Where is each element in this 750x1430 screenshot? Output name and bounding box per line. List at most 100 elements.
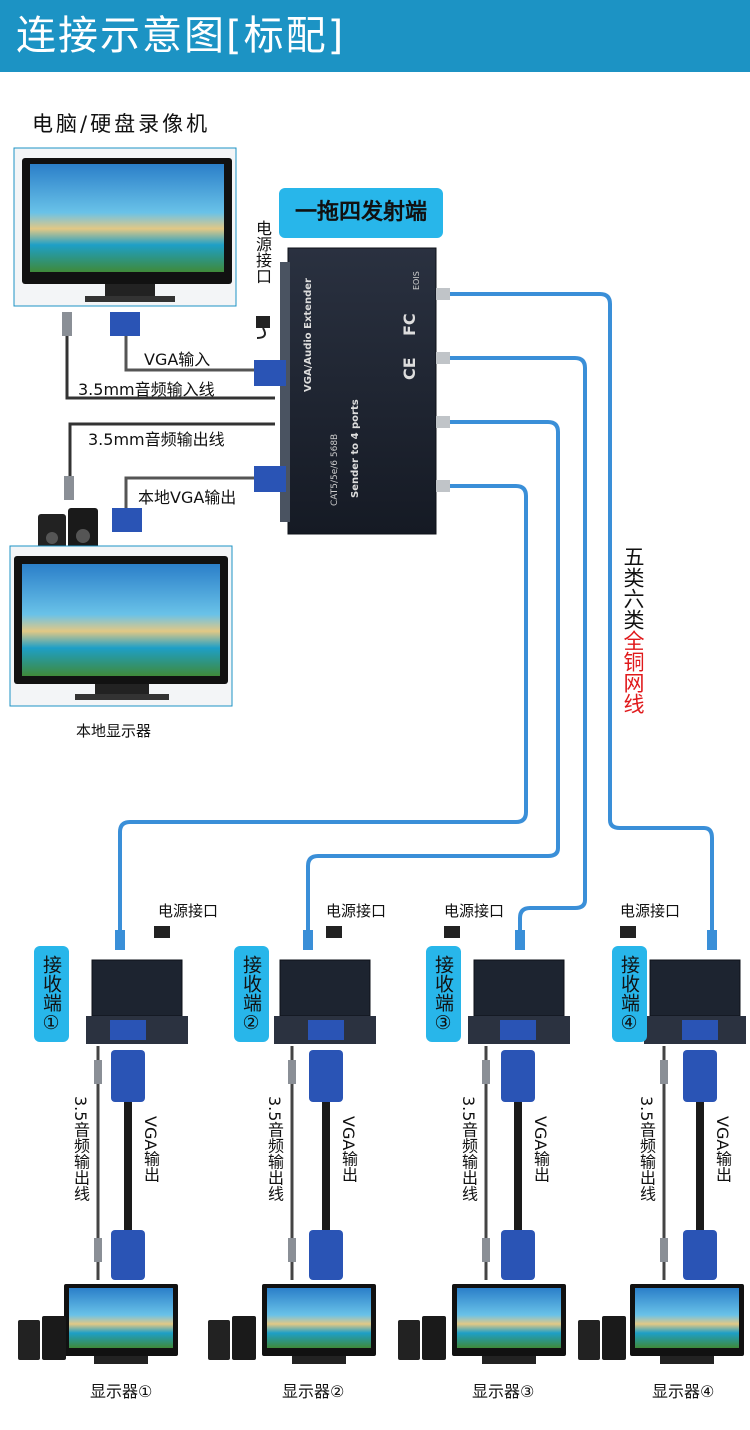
- vga-in-cable: [124, 330, 255, 372]
- audio-jack-icon: [660, 1060, 668, 1084]
- audio-jack-icon: [94, 1060, 102, 1084]
- receiver-audio-label-1: 3.5音频输出线: [71, 1096, 90, 1202]
- receiver-audio-label-2: 3.5音频输出线: [265, 1096, 284, 1202]
- receiver-badge-2: 接收端②: [234, 946, 269, 1042]
- monitor-label-3: 显示器③: [472, 1382, 535, 1401]
- sender-device-text1: VGA/Audio Extender: [303, 278, 314, 392]
- receiver-vga-label-1: VGA输出: [141, 1116, 160, 1183]
- rj45-plug-icon: [515, 930, 525, 950]
- vga-port-icon: [254, 466, 286, 492]
- monitor-stand: [94, 1356, 148, 1364]
- network-cable-label: 五类六类全铜网线: [621, 546, 645, 714]
- monitor-screen: [457, 1288, 561, 1348]
- rj45-plug-icon: [707, 930, 717, 950]
- receiver-vga-label-2: VGA输出: [339, 1116, 358, 1183]
- vga-port-icon: [308, 1020, 344, 1040]
- receiver-power-label-4: 电源接口: [620, 902, 681, 920]
- network-cable-3: [450, 356, 587, 940]
- sender-brand: EOIS: [412, 271, 421, 290]
- monitor-screen: [267, 1288, 371, 1348]
- speaker-icon: [38, 508, 98, 552]
- speaker-icon: [232, 1316, 256, 1360]
- source-monitor: [13, 147, 237, 307]
- sender-power-label: 电源接口: [253, 220, 272, 284]
- vga-plug-icon: [309, 1050, 343, 1102]
- vga-connector-icon: [112, 508, 142, 532]
- page-title: 连接示意图[标配]: [16, 13, 346, 59]
- receiver-power-label-3: 电源接口: [444, 902, 505, 920]
- speaker-icon: [398, 1320, 420, 1360]
- monitor-screen: [69, 1288, 173, 1348]
- monitor-stand: [292, 1356, 346, 1364]
- power-adapter-icon: [256, 316, 270, 339]
- vga-plug-icon: [501, 1230, 535, 1280]
- receiver-badge-3: 接收端③: [426, 946, 461, 1042]
- audio-jack-icon: [64, 476, 74, 500]
- receiver-power-label-1: 电源接口: [158, 902, 219, 920]
- speaker-icon: [208, 1320, 230, 1360]
- monitor-label-4: 显示器④: [652, 1382, 715, 1401]
- vga-port-icon: [254, 360, 286, 386]
- vga-plug-icon: [501, 1050, 535, 1102]
- vga-plug-icon: [111, 1230, 145, 1280]
- receiver-power-label-2: 电源接口: [326, 902, 387, 920]
- sender-device-text2: CAT5/5e/6 568B: [330, 433, 340, 506]
- sender-fc-mark: FC: [400, 313, 419, 336]
- audio-in-cable: [65, 336, 275, 400]
- audio-output-label: 3.5mm音频输出线: [88, 430, 225, 449]
- network-cable-label-part1: 五类六类: [621, 546, 645, 630]
- monitor-stand: [660, 1356, 714, 1364]
- vga-port-icon: [110, 1020, 146, 1040]
- audio-jack-icon: [482, 1238, 490, 1262]
- vga-port-icon: [682, 1020, 718, 1040]
- receiver-device: [91, 959, 183, 1017]
- audio-jack-icon: [288, 1060, 296, 1084]
- sender-badge: 一拖四发射端: [279, 188, 443, 238]
- network-cable-1: [118, 484, 528, 930]
- receiver-audio-label-3: 3.5音频输出线: [459, 1096, 478, 1202]
- sender-device: [280, 247, 450, 535]
- rj45-plug-icon: [115, 930, 125, 950]
- power-adapter-icon: [620, 926, 636, 938]
- monitor-stand: [482, 1356, 536, 1364]
- header-bar: 连接示意图[标配]: [0, 0, 750, 72]
- receiver-badge-4: 接收端④: [612, 946, 647, 1042]
- receiver-audio-label-4: 3.5音频输出线: [637, 1096, 656, 1202]
- network-cable-4: [450, 292, 714, 930]
- speaker-icon: [422, 1316, 446, 1360]
- receiver-badge-1: 接收端①: [34, 946, 69, 1042]
- rj45-plug-icon: [303, 930, 313, 950]
- audio-jack-icon: [94, 1238, 102, 1262]
- vga-plug-icon: [111, 1050, 145, 1102]
- vga-plug-icon: [683, 1050, 717, 1102]
- network-cables: [118, 292, 714, 940]
- source-cables: [65, 330, 275, 510]
- vga-input-label: VGA输入: [144, 350, 211, 369]
- local-vga-cable: [124, 476, 255, 510]
- receiver-vga-label-3: VGA输出: [531, 1116, 550, 1183]
- local-vga-output-label: 本地VGA输出: [138, 488, 237, 507]
- network-cable-label-part2: 全铜网线: [621, 630, 645, 714]
- vga-plug-icon: [683, 1230, 717, 1280]
- audio-jack-icon: [62, 312, 72, 336]
- vga-plug-icon: [309, 1230, 343, 1280]
- speaker-icon: [578, 1320, 600, 1360]
- receiver-device: [473, 959, 565, 1017]
- local-monitor-label: 本地显示器: [76, 722, 152, 740]
- audio-jack-icon: [660, 1238, 668, 1262]
- audio-input-label: 3.5mm音频输入线: [78, 380, 215, 399]
- power-adapter-icon: [444, 926, 460, 938]
- receiver-vga-label-4: VGA输出: [713, 1116, 732, 1183]
- source-device-label: 电脑/硬盘录像机: [32, 112, 211, 136]
- receiver-device: [649, 959, 741, 1017]
- audio-out-cable: [68, 422, 275, 490]
- power-adapter-icon: [154, 926, 170, 938]
- sender-device-text3: Sender to 4 ports: [350, 399, 361, 498]
- sender-ce-mark: CE: [400, 357, 419, 380]
- audio-jack-icon: [482, 1060, 490, 1084]
- vga-port-icon: [500, 1020, 536, 1040]
- receivers: [18, 926, 746, 1364]
- network-cable-2: [306, 420, 560, 930]
- speaker-icon: [18, 1320, 40, 1360]
